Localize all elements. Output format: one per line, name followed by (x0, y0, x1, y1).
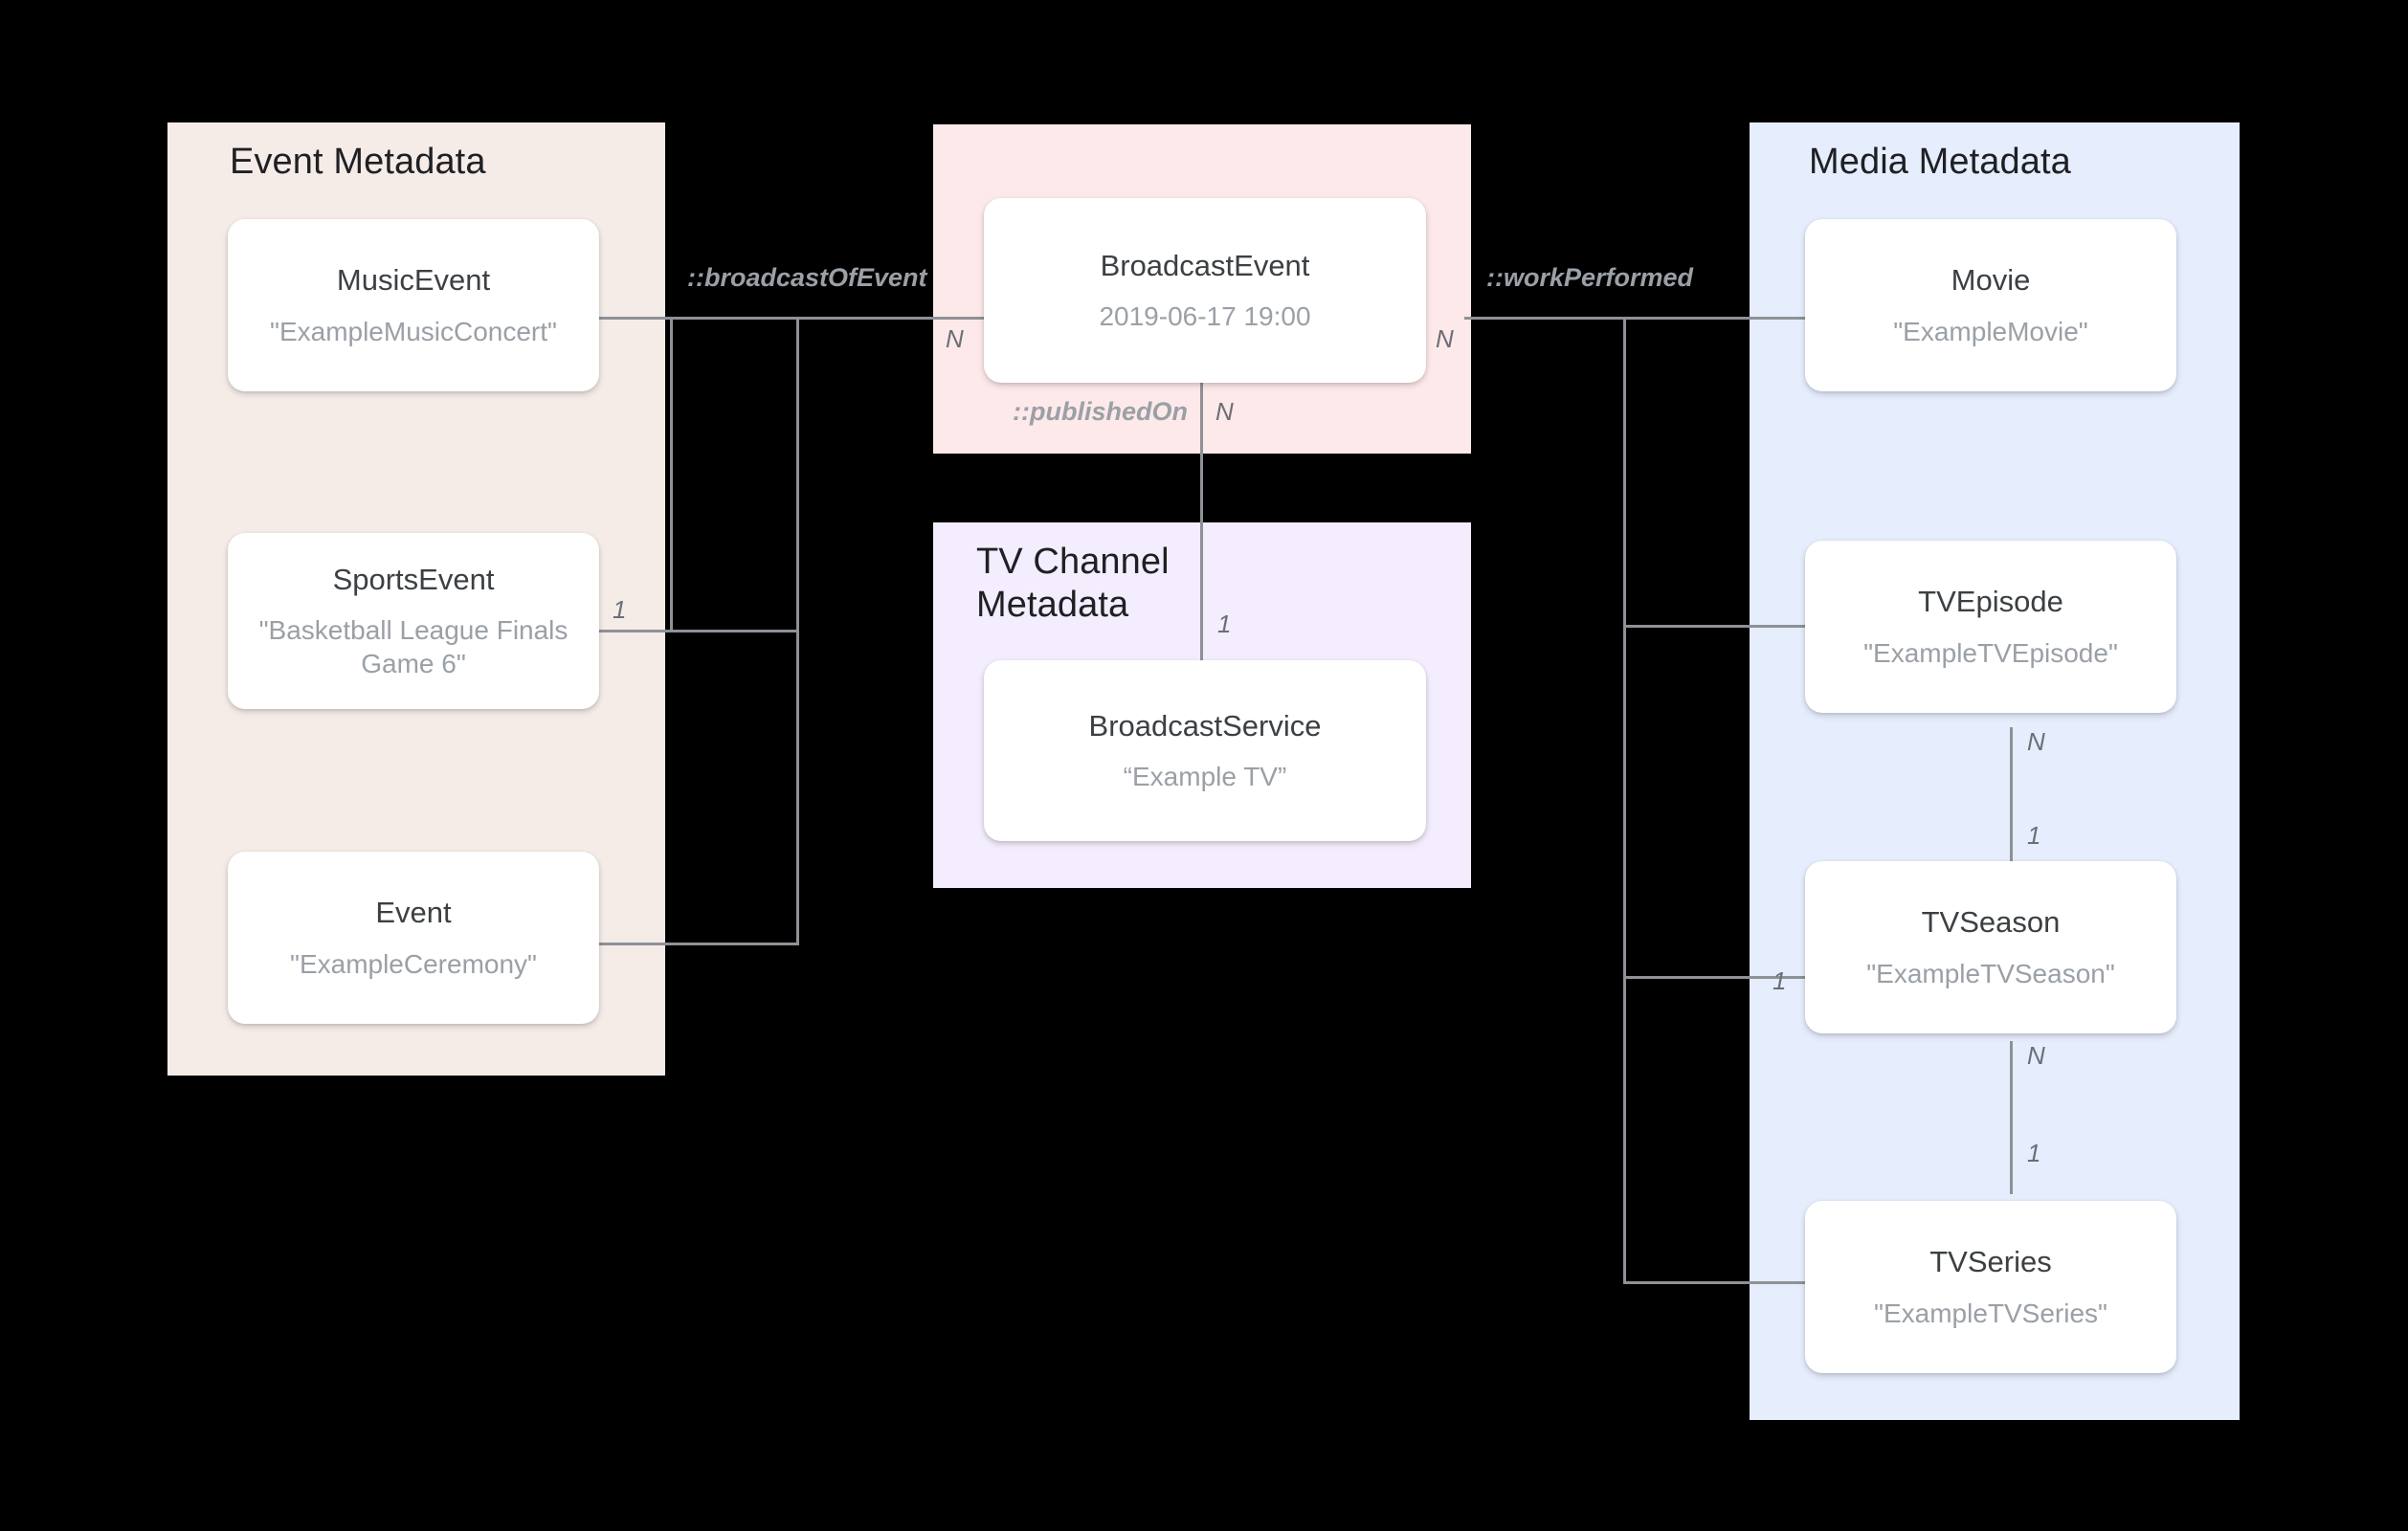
node-broadcast-service[interactable]: BroadcastService “Example TV” (984, 660, 1426, 841)
panel-title-media-metadata: Media Metadata (1809, 142, 2071, 182)
node-broadcast-service-type: BroadcastService (1088, 708, 1322, 743)
node-broadcast-event[interactable]: BroadcastEvent 2019-06-17 19:00 (984, 198, 1426, 383)
node-sports-event-value: "Basketball League Finals Game 6" (258, 615, 569, 678)
edge-trunk-to-tvseason (1623, 976, 1805, 979)
edge-musicevent-to-trunk (598, 317, 935, 320)
cardinality-tv-episode-n: N (2027, 727, 2045, 756)
node-event-type: Event (375, 896, 452, 930)
cardinality-tv-season-one-top: 1 (2027, 821, 2041, 850)
edge-trunk-to-tvseries (1623, 1281, 1805, 1284)
node-sports-event-type: SportsEvent (332, 563, 495, 597)
node-broadcast-event-value: 2019-06-17 19:00 (1099, 301, 1311, 332)
cardinality-published-on-n: N (1215, 397, 1234, 426)
relation-label-work-performed: ::workPerformed (1486, 263, 1694, 292)
node-movie[interactable]: Movie "ExampleMovie" (1805, 219, 2176, 391)
cardinality-broadcast-event-right-n: N (1436, 324, 1454, 353)
node-music-event[interactable]: MusicEvent "ExampleMusicConcert" (228, 219, 599, 391)
edge-broadcastofevent (796, 317, 988, 320)
cardinality-tv-season-left-one: 1 (1773, 966, 1787, 995)
node-tv-series-value: "ExampleTVSeries" (1874, 1298, 2107, 1328)
panel-title-event-metadata: Event Metadata (230, 142, 486, 182)
panel-title-tv-channel-metadata: TV Channel Metadata (976, 542, 1170, 625)
node-event-value: "ExampleCeremony" (290, 948, 537, 979)
edge-left-trunk-inner (670, 317, 673, 632)
node-tv-season-value: "ExampleTVSeason" (1866, 958, 2115, 988)
node-music-event-value: "ExampleMusicConcert" (270, 316, 557, 346)
cardinality-tv-series-one: 1 (2027, 1139, 2041, 1167)
edge-tvseason-to-tvseries (2010, 1041, 2013, 1194)
relation-label-broadcast-of-event: ::broadcastOfEvent (687, 263, 927, 292)
cardinality-broadcast-service-one: 1 (1217, 610, 1232, 638)
cardinality-broadcast-event-left-n: N (946, 324, 964, 353)
node-broadcast-service-value: “Example TV” (1123, 762, 1287, 792)
node-tv-series[interactable]: TVSeries "ExampleTVSeries" (1805, 1201, 2176, 1373)
node-tv-season-type: TVSeason (1921, 905, 2061, 940)
node-movie-value: "ExampleMovie" (1893, 316, 2088, 346)
node-movie-type: Movie (1951, 263, 2031, 298)
edge-tvepisode-to-tvseason (2010, 727, 2013, 880)
edge-trunk-to-tvepisode (1623, 625, 1805, 628)
node-tv-episode-type: TVEpisode (1918, 585, 2063, 619)
node-tv-episode-value: "ExampleTVEpisode" (1863, 637, 2118, 668)
edge-workperformed (1464, 317, 1818, 320)
edge-publishedon (1200, 383, 1203, 660)
node-broadcast-event-type: BroadcastEvent (1100, 248, 1310, 282)
node-tv-series-type: TVSeries (1929, 1245, 2052, 1279)
edge-event-to-trunk (598, 943, 799, 945)
node-tv-season[interactable]: TVSeason "ExampleTVSeason" (1805, 861, 2176, 1033)
node-sports-event[interactable]: SportsEvent "Basketball League Finals Ga… (228, 533, 599, 709)
node-music-event-type: MusicEvent (336, 263, 491, 298)
node-tv-episode[interactable]: TVEpisode "ExampleTVEpisode" (1805, 541, 2176, 713)
relation-label-published-on: ::publishedOn (1013, 397, 1188, 426)
cardinality-sports-event-one: 1 (613, 595, 627, 624)
node-event[interactable]: Event "ExampleCeremony" (228, 852, 599, 1024)
edge-sportsevent-to-trunk (598, 630, 799, 632)
edge-media-trunk (1623, 317, 1626, 1283)
cardinality-tv-season-n: N (2027, 1041, 2045, 1070)
